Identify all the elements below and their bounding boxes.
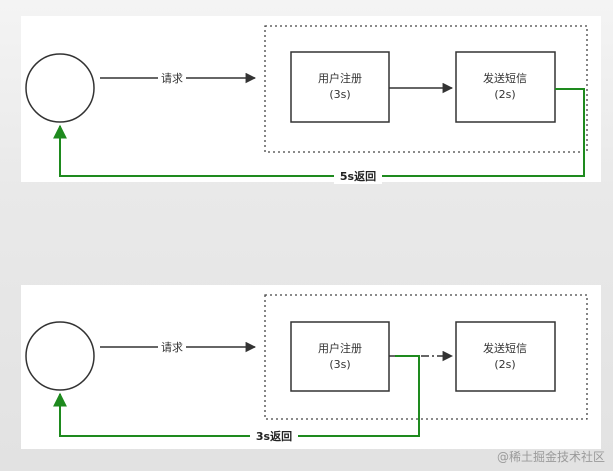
watermark: @稀土掘金技术社区: [496, 450, 605, 464]
return-label-bg: [334, 168, 382, 184]
box-user-register-time: (3s): [329, 358, 350, 371]
box-send-sms-time: (2s): [494, 88, 515, 101]
service-boundary: [264, 294, 588, 420]
box-send-sms-time: (2s): [494, 358, 515, 371]
request-label-bg: [158, 339, 186, 355]
diagram-sync: 请求 用户注册 (3s) 发送短信 (2s) 5s返回: [25, 25, 588, 184]
diagram-async: 请求 用户注册 (3s) 发送短信 (2s) 3s返回: [25, 294, 588, 444]
request-label: 请求: [161, 72, 183, 85]
service-boundary: [264, 25, 588, 153]
client-circle: [25, 321, 95, 391]
box-user-register-title: 用户注册: [318, 71, 362, 85]
return-label: 3s返回: [256, 429, 292, 443]
return-path: [53, 88, 585, 177]
return-path: [53, 355, 420, 437]
box-send-sms: [455, 51, 556, 123]
request-label: 请求: [161, 341, 183, 354]
box-user-register-title: 用户注册: [318, 341, 362, 355]
box-user-register: [290, 321, 390, 392]
client-circle: [25, 53, 95, 123]
box-send-sms: [455, 321, 556, 392]
request-label-bg: [158, 70, 186, 86]
box-send-sms-title: 发送短信: [483, 71, 527, 85]
box-user-register: [290, 51, 390, 123]
box-user-register-time: (3s): [329, 88, 350, 101]
return-label-bg: [250, 428, 298, 444]
return-label: 5s返回: [340, 169, 376, 183]
box-send-sms-title: 发送短信: [483, 341, 527, 355]
